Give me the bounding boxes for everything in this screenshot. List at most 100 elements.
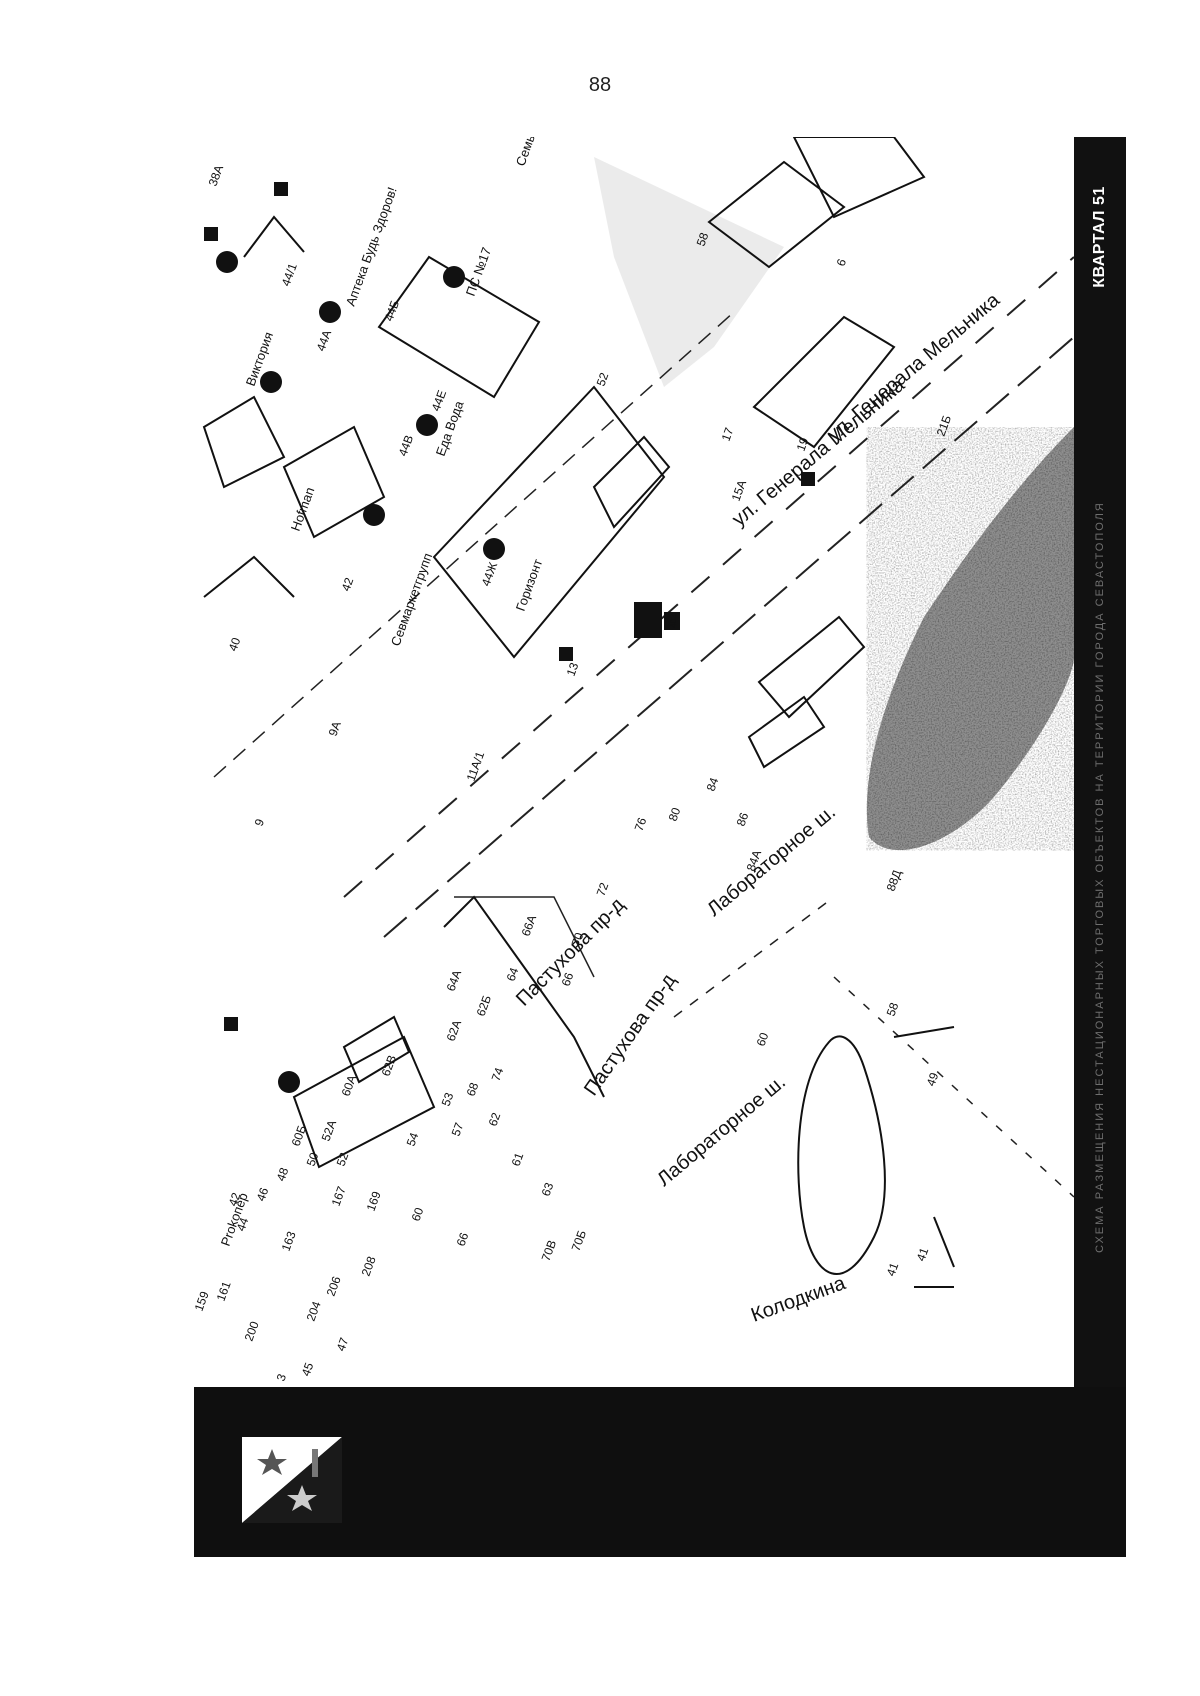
house-number: 47 <box>334 1335 352 1353</box>
house-number: 53 <box>439 1090 457 1108</box>
house-number: 169 <box>364 1189 384 1213</box>
house-number: 60 <box>409 1205 427 1223</box>
house-number: 46 <box>254 1185 272 1203</box>
house-number: 66 <box>559 970 577 988</box>
house-number: 42 <box>226 1190 244 1208</box>
house-number: 13 <box>564 660 582 678</box>
house-number: 76 <box>632 815 650 833</box>
lake <box>797 1035 886 1275</box>
house-number: 44 <box>234 1215 252 1233</box>
house-number: 70В <box>539 1238 559 1263</box>
stall-marker[interactable]: 402 <box>634 602 680 638</box>
house-number: 45 <box>299 1360 317 1378</box>
house-number: 62А <box>444 1018 464 1043</box>
house-number: 161 <box>214 1279 234 1303</box>
house-number: 63 <box>539 1180 557 1198</box>
sheet-caption-box: СХЕМА РАЗМЕЩЕНИЯ НЕСТАЦИОНАРНЫХ ТОРГОВЫХ… <box>1084 377 1116 1377</box>
house-number: 204 <box>304 1299 324 1323</box>
shop-icon <box>216 251 238 273</box>
house-number: 72 <box>594 880 612 898</box>
house-number: 41 <box>914 1245 932 1263</box>
house-number: 206 <box>324 1274 344 1298</box>
house-number: 60 <box>754 1030 772 1048</box>
house-number: 15А <box>729 478 749 503</box>
right-title-bar: КВАРТАЛ 51 СХЕМА РАЗМЕЩЕНИЯ НЕСТАЦИОНАРН… <box>1074 137 1126 1387</box>
quarter-label-box: КВАРТАЛ 51 <box>1084 137 1116 337</box>
house-number: 88Д <box>884 868 905 893</box>
house-number: 68 <box>464 1080 482 1098</box>
house-number: 84 <box>704 775 722 793</box>
house-number: 84А <box>744 848 764 873</box>
house-number: 44В <box>396 433 416 458</box>
house-number: 19 <box>794 435 812 453</box>
house-number: 66А <box>519 913 539 938</box>
house-number: 74 <box>489 1065 507 1083</box>
house-number: 60А <box>339 1073 359 1098</box>
bus-stop-icon <box>204 227 218 241</box>
bus-stop-icon <box>559 647 573 661</box>
house-number: 9А <box>326 719 344 738</box>
buildings <box>202 137 955 1288</box>
house-number: 52А <box>319 1118 339 1143</box>
pharmacy-icon <box>319 301 341 323</box>
map-canvas[interactable]: 402 ул. Генерала Мельника ул. Генерала М… <box>194 137 1126 1557</box>
house-number: 54 <box>404 1130 422 1148</box>
house-number: 64 <box>504 965 522 983</box>
bus-stop-icon <box>801 472 815 486</box>
forest-area <box>866 427 1074 851</box>
house-number: 42 <box>339 575 357 593</box>
house-number: 61 <box>509 1150 527 1168</box>
house-number: 62Б <box>474 993 494 1018</box>
house-number: 50 <box>304 1150 322 1168</box>
quarter-label: КВАРТАЛ 51 <box>1091 186 1108 288</box>
bottom-legend-bar <box>194 1387 1126 1557</box>
shop-icon <box>416 414 438 436</box>
sheet-caption: СХЕМА РАЗМЕЩЕНИЯ НЕСТАЦИОНАРНЫХ ТОРГОВЫХ… <box>1094 501 1107 1253</box>
house-number: 66 <box>454 1230 472 1248</box>
page-number: 88 <box>588 74 612 96</box>
house-number: 86 <box>734 810 752 828</box>
road-network <box>213 256 1075 1198</box>
shop-icon <box>278 1071 300 1093</box>
bus-stop-icons <box>204 182 815 1031</box>
house-number: 58 <box>884 1000 902 1018</box>
house-number: 17 <box>719 425 737 443</box>
house-number: 9 <box>252 817 268 828</box>
house-number: 21Б <box>934 413 954 438</box>
house-number: 62В <box>379 1053 399 1078</box>
house-number: 44А <box>314 328 334 353</box>
house-number: 38А <box>206 163 226 188</box>
house-number: 70 <box>569 930 587 948</box>
house-number: 44Е <box>429 388 449 413</box>
house-number: 49 <box>924 1070 942 1088</box>
shop-icon <box>363 504 385 526</box>
house-number: 57 <box>449 1120 467 1138</box>
house-number: 58 <box>694 230 712 248</box>
city-emblem-icon <box>242 1437 342 1523</box>
shop-icon <box>260 371 282 393</box>
house-number: 70Б <box>569 1228 589 1253</box>
house-number: 62 <box>486 1110 504 1128</box>
house-number: 52 <box>594 370 612 388</box>
poi-icons <box>216 251 505 1093</box>
house-number: 40 <box>226 635 244 653</box>
house-number: 167 <box>329 1184 349 1208</box>
house-number: 48 <box>274 1165 292 1183</box>
bus-stop-icon <box>224 1017 238 1031</box>
house-number: 3 <box>274 1372 290 1383</box>
house-number: 208 <box>359 1254 379 1278</box>
house-number: 41 <box>884 1260 902 1278</box>
house-number: 44Б <box>382 298 402 323</box>
map-sheet: 402 ул. Генерала Мельника ул. Генерала М… <box>194 137 1126 1557</box>
house-number: 64А <box>444 968 464 993</box>
house-number: 163 <box>279 1229 299 1253</box>
house-number: 60Б <box>289 1123 309 1148</box>
house-number: 52 <box>334 1150 352 1168</box>
house-number: 200 <box>242 1319 262 1343</box>
house-number: 6 <box>834 257 850 268</box>
park-area <box>594 157 784 387</box>
house-number: 80 <box>666 805 684 823</box>
shop-icon <box>483 538 505 560</box>
bus-stop-icon <box>274 182 288 196</box>
stall-marker-number: 402 <box>669 614 678 628</box>
